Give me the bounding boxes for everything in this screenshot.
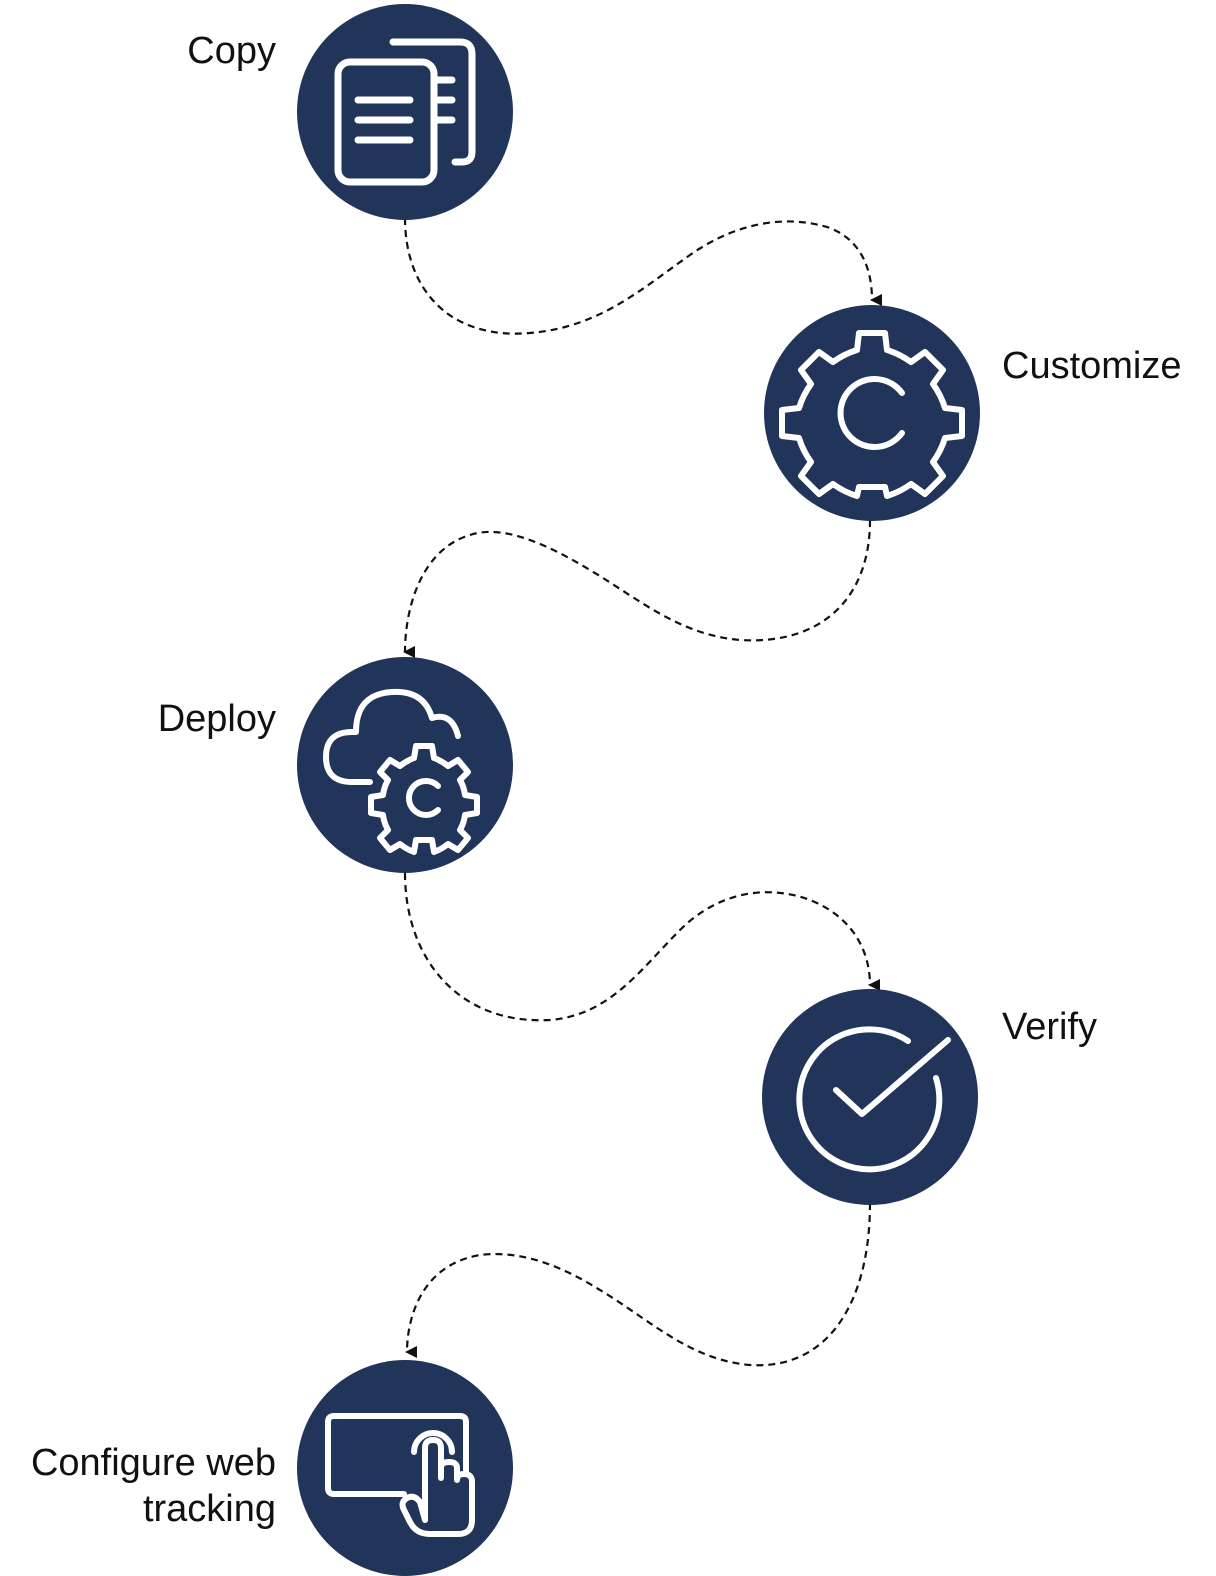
label-line: tracking	[142, 1488, 276, 1530]
step-node-configure-web-tracking	[297, 1360, 513, 1576]
connectors	[403, 217, 883, 1367]
connector-verify-to-configure	[405, 1202, 872, 1367]
check-circle-icon	[796, 1026, 951, 1173]
step-label-deploy: Deploy	[157, 698, 276, 740]
step-label-copy: Copy	[187, 30, 276, 72]
label-line: Configure web	[30, 1442, 276, 1484]
node-circle	[762, 989, 978, 1205]
step-label-customize: Customize	[1002, 345, 1182, 387]
connector-customize-to-deploy	[403, 519, 872, 659]
step-label-configure-web-tracking: Configure web tracking	[31, 1440, 276, 1532]
step-node-copy	[297, 4, 513, 220]
cloud-gear-icon	[323, 688, 480, 855]
gear-icon	[779, 330, 965, 499]
step-node-deploy	[297, 657, 513, 873]
step-node-verify	[762, 989, 978, 1205]
connector-deploy-to-verify	[403, 872, 881, 1022]
node-circle	[764, 305, 980, 521]
touch-screen-icon	[325, 1413, 475, 1537]
step-node-customize	[764, 305, 980, 521]
copy-documents-icon	[334, 38, 476, 186]
connector-copy-to-customize	[403, 217, 883, 335]
step-label-verify: Verify	[1002, 1006, 1098, 1048]
